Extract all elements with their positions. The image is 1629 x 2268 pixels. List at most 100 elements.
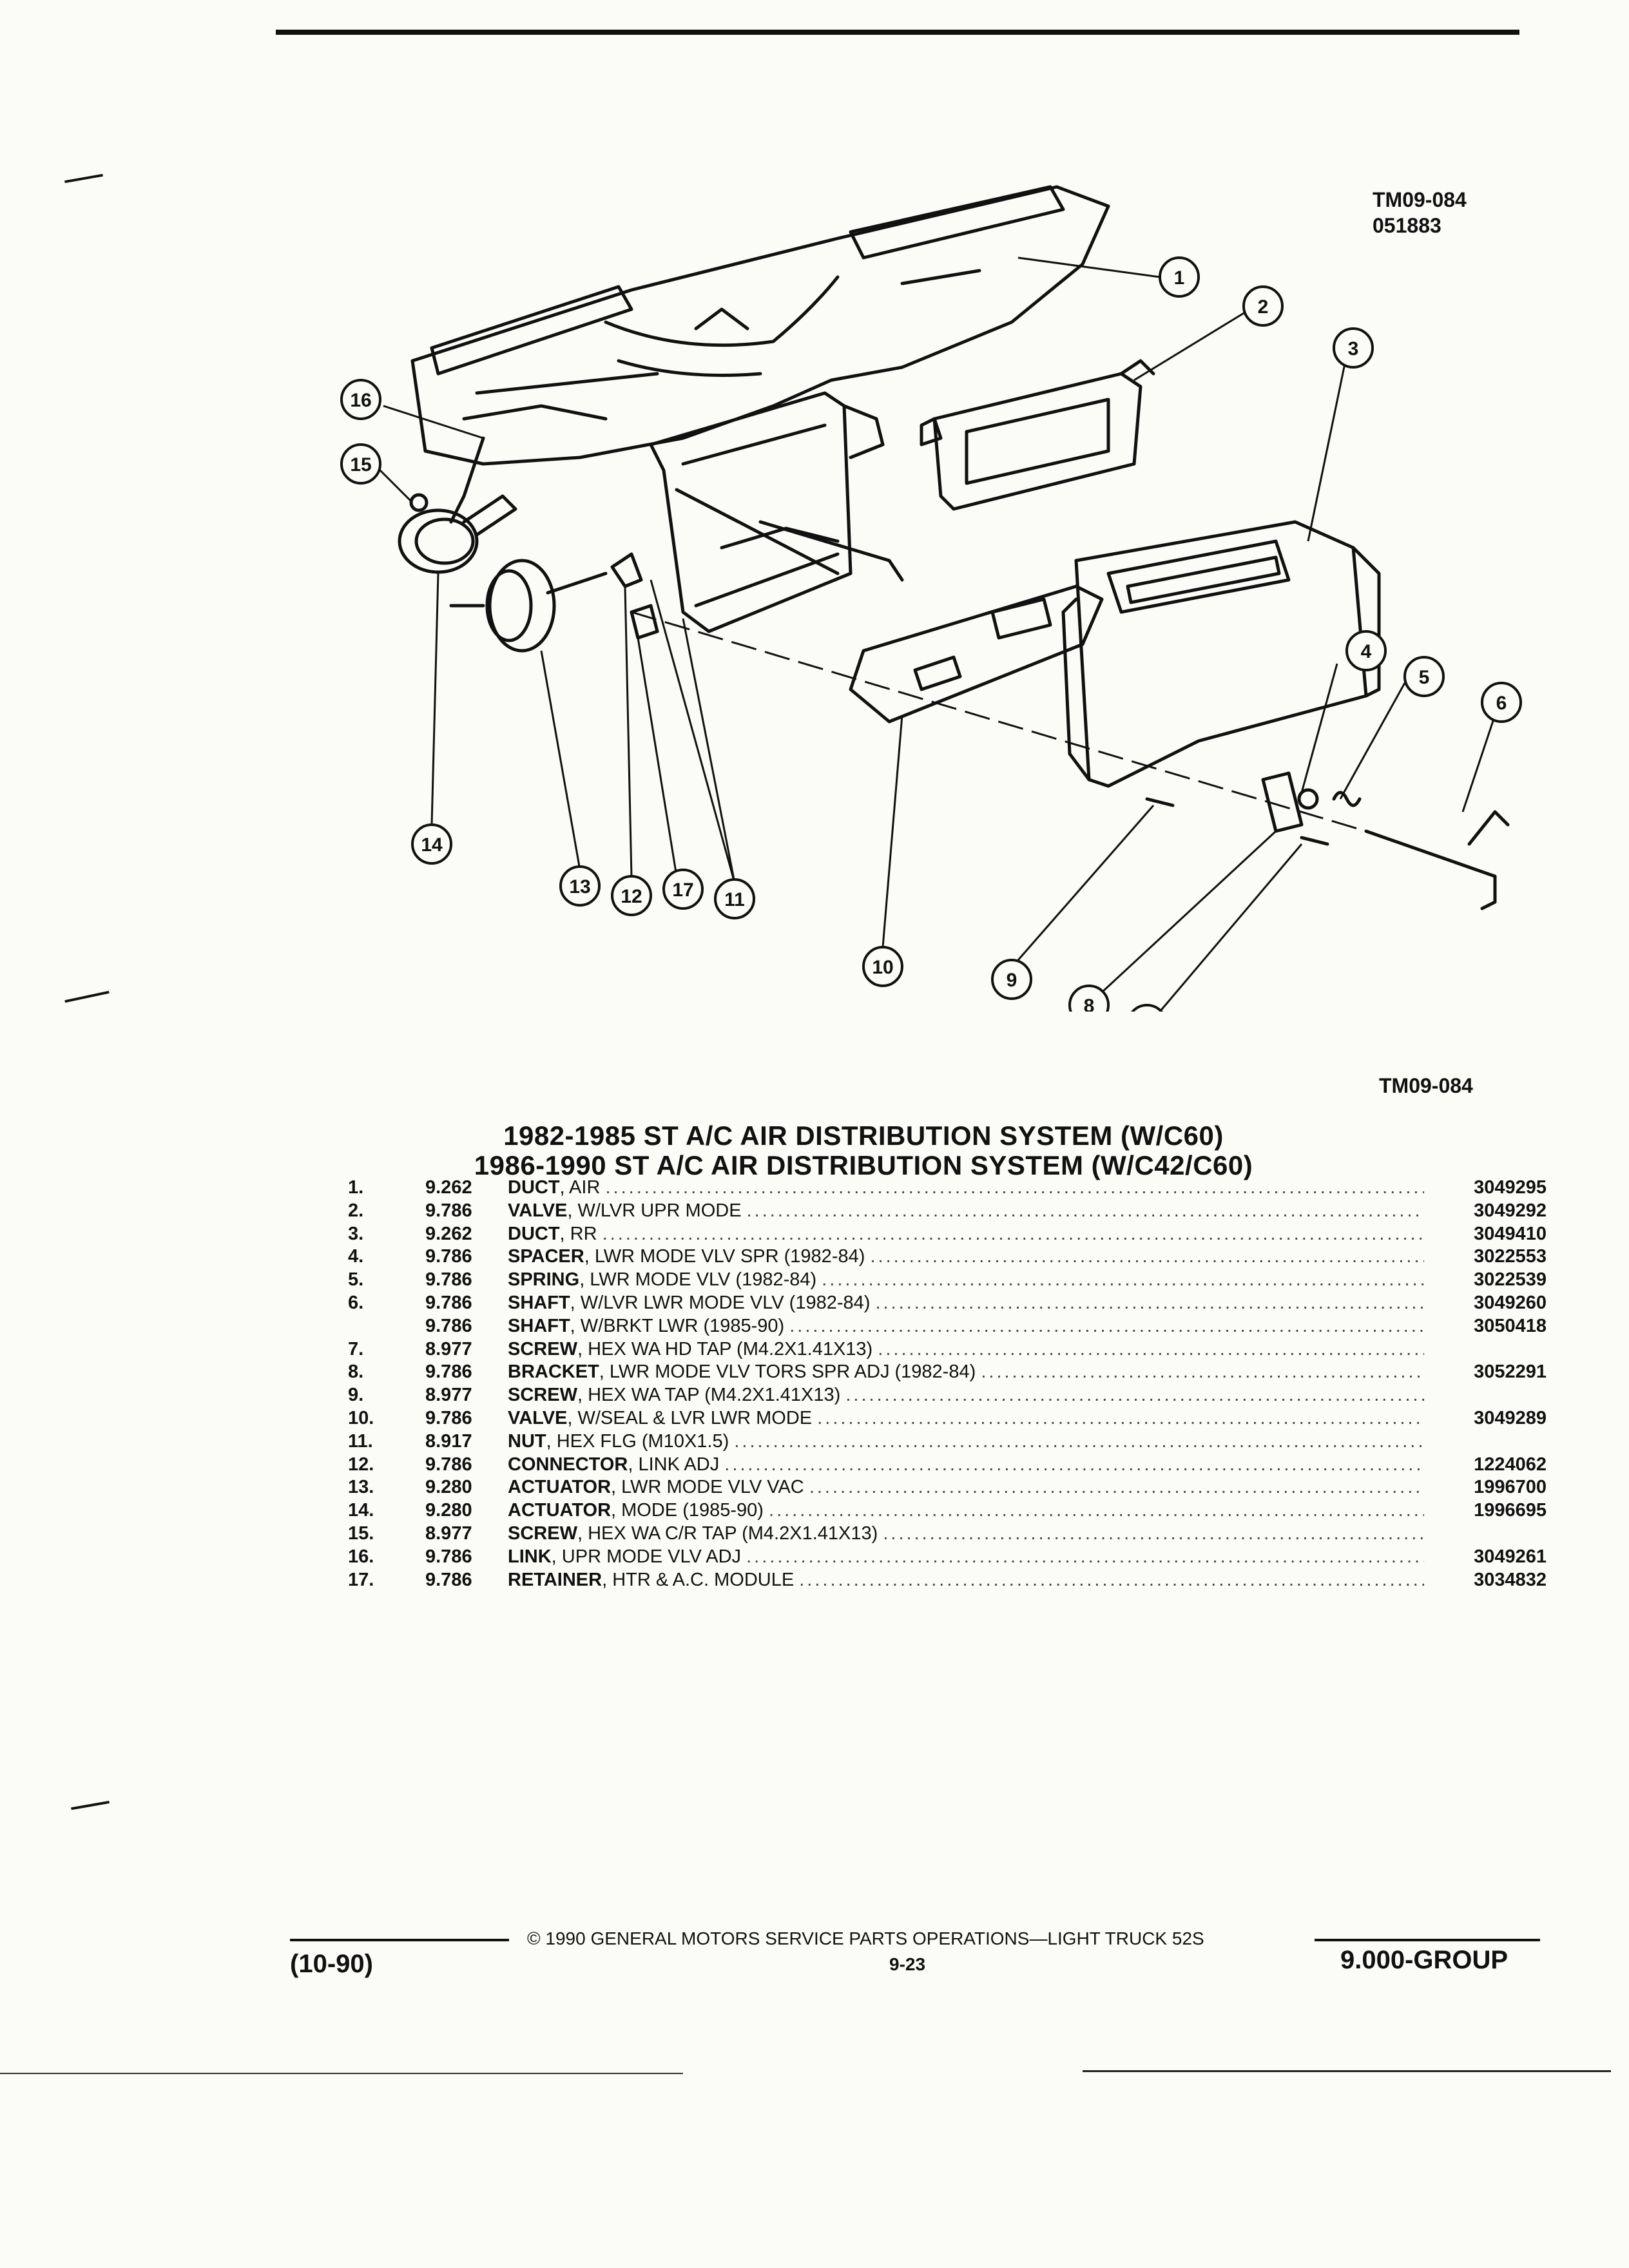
callout-label-6: 6 bbox=[1496, 693, 1507, 714]
leader-dots: ........................................… bbox=[883, 1523, 1424, 1544]
title-line-2: 1986-1990 ST A/C AIR DISTRIBUTION SYSTEM… bbox=[474, 1150, 1253, 1180]
part-name: SCREW bbox=[508, 1385, 577, 1406]
part-description: SHAFT, W/BRKT LWR (1985-90) ............… bbox=[508, 1315, 1424, 1338]
part-name: CONNECTOR bbox=[508, 1454, 628, 1475]
part-group-code: 9.786 bbox=[425, 1292, 472, 1313]
screw-7-shape bbox=[1300, 836, 1329, 846]
callout-15 bbox=[340, 443, 381, 485]
bottom-scan-line-left bbox=[0, 2073, 683, 2074]
part-index: 16. bbox=[348, 1546, 374, 1567]
part-spec: , HEX WA HD TAP (M4.2X1.41X13) bbox=[577, 1338, 873, 1360]
part-index: 1. bbox=[348, 1177, 364, 1198]
part-number: 3049260 bbox=[1474, 1292, 1547, 1313]
leader-dots: ........................................… bbox=[875, 1292, 1424, 1313]
callout-17 bbox=[662, 869, 704, 910]
callout-3 bbox=[1333, 327, 1374, 369]
exploded-view-drawing: 1 2 3 4 5 6 7 8 9 10 11 12 13 14 15 16 1… bbox=[340, 185, 1522, 1045]
part-number: 3049295 bbox=[1474, 1177, 1547, 1198]
left-margin-mark-1 bbox=[64, 173, 103, 184]
part-number: 3034832 bbox=[1474, 1569, 1547, 1590]
part-number: 3022539 bbox=[1474, 1269, 1547, 1291]
part-description: SCREW, HEX WA C/R TAP (M4.2X1.41X13) ...… bbox=[508, 1523, 1424, 1546]
callout-1 bbox=[1159, 256, 1200, 298]
part-name: SPRING bbox=[508, 1269, 580, 1291]
part-group-code: 9.280 bbox=[425, 1500, 472, 1521]
callout-label-17: 17 bbox=[672, 879, 693, 901]
leader-dots: ........................................… bbox=[799, 1569, 1424, 1590]
part-number: 1224062 bbox=[1474, 1454, 1547, 1475]
part-spec: , LINK ADJ bbox=[628, 1454, 720, 1475]
part-spec: , LWR MODE VLV VAC bbox=[611, 1477, 804, 1498]
callout-14 bbox=[411, 823, 452, 865]
callout-13 bbox=[559, 865, 601, 907]
part-name: DUCT bbox=[508, 1177, 560, 1198]
leader-dots: ........................................… bbox=[724, 1454, 1424, 1475]
part-description: DUCT, AIR ..............................… bbox=[508, 1177, 1424, 1200]
leader-dots: ........................................… bbox=[845, 1385, 1424, 1406]
part-description: ACTUATOR, MODE (1985-90) ...............… bbox=[508, 1499, 1424, 1523]
part-description: DUCT, RR ...............................… bbox=[508, 1223, 1424, 1246]
footer-rule-right bbox=[1315, 1939, 1540, 1941]
part-group-code: 9.786 bbox=[425, 1569, 472, 1590]
leader-dots: ........................................… bbox=[746, 1546, 1424, 1567]
part-name: ACTUATOR bbox=[508, 1500, 612, 1521]
part-spec: , RR bbox=[559, 1223, 597, 1244]
part-name: NUT bbox=[508, 1430, 546, 1452]
left-margin-mark-2 bbox=[64, 990, 110, 1003]
connector-shape bbox=[610, 552, 643, 588]
figure-caption-code: TM09-084 bbox=[1379, 1074, 1473, 1097]
callout-12 bbox=[611, 875, 652, 916]
callout-label-11: 11 bbox=[724, 889, 745, 910]
leader-dots: ........................................… bbox=[605, 1177, 1424, 1198]
callout-2 bbox=[1242, 285, 1284, 327]
part-name: SHAFT bbox=[508, 1315, 570, 1336]
leader-dots: ........................................… bbox=[769, 1500, 1424, 1521]
part-index: 17. bbox=[348, 1569, 374, 1590]
exploded-view-diagram: 1 2 3 4 5 6 7 8 9 10 11 12 13 14 15 16 1… bbox=[271, 161, 1534, 1045]
callout-7 bbox=[1126, 1004, 1168, 1045]
part-spec: , HEX WA TAP (M4.2X1.41X13) bbox=[577, 1385, 841, 1406]
part-spec: , W/BRKT LWR (1985-90) bbox=[570, 1315, 785, 1336]
callout-16 bbox=[340, 379, 381, 420]
part-index: 15. bbox=[348, 1523, 374, 1544]
callout-label-3: 3 bbox=[1348, 338, 1359, 360]
part-index: 8. bbox=[348, 1361, 364, 1383]
part-index: 4. bbox=[348, 1246, 364, 1267]
callout-5 bbox=[1403, 656, 1445, 697]
leader-dots: ........................................… bbox=[809, 1477, 1424, 1498]
part-group-code: 8.917 bbox=[425, 1430, 472, 1452]
screw-15-shape bbox=[409, 493, 429, 512]
part-group-code: 9.262 bbox=[425, 1223, 472, 1244]
part-spec: , AIR bbox=[559, 1177, 601, 1198]
torsion-bracket-shape bbox=[1261, 771, 1304, 833]
leader-dots: ........................................… bbox=[981, 1361, 1424, 1383]
revision-date: (10-90) bbox=[290, 1950, 373, 1978]
part-index: 6. bbox=[348, 1292, 364, 1313]
page-number: 9-23 bbox=[889, 1954, 926, 1974]
left-margin-mark-3 bbox=[71, 1800, 110, 1811]
section-title: 1982-1985 ST A/C AIR DISTRIBUTION SYSTEM… bbox=[361, 1121, 1366, 1180]
callout-label-16: 16 bbox=[350, 390, 371, 411]
part-name: VALVE bbox=[508, 1407, 568, 1428]
part-spec: , W/LVR LWR MODE VLV (1982-84) bbox=[570, 1292, 871, 1313]
part-number: 3050418 bbox=[1474, 1315, 1547, 1336]
part-group-code: 8.977 bbox=[425, 1338, 472, 1360]
leader-dots: ........................................… bbox=[822, 1269, 1424, 1291]
part-description: SPRING, LWR MODE VLV (1982-84) .........… bbox=[508, 1269, 1424, 1292]
top-rule bbox=[276, 30, 1519, 35]
part-name: RETAINER bbox=[508, 1569, 602, 1590]
part-description: SPACER, LWR MODE VLV SPR (1982-84) .....… bbox=[508, 1245, 1424, 1269]
part-spec: , MODE (1985-90) bbox=[611, 1500, 764, 1521]
lower-actuator-shape bbox=[449, 559, 608, 653]
part-index: 2. bbox=[348, 1200, 364, 1221]
bottom-scan-line-right bbox=[1083, 2070, 1611, 2072]
mode-actuator-shape bbox=[398, 494, 517, 574]
